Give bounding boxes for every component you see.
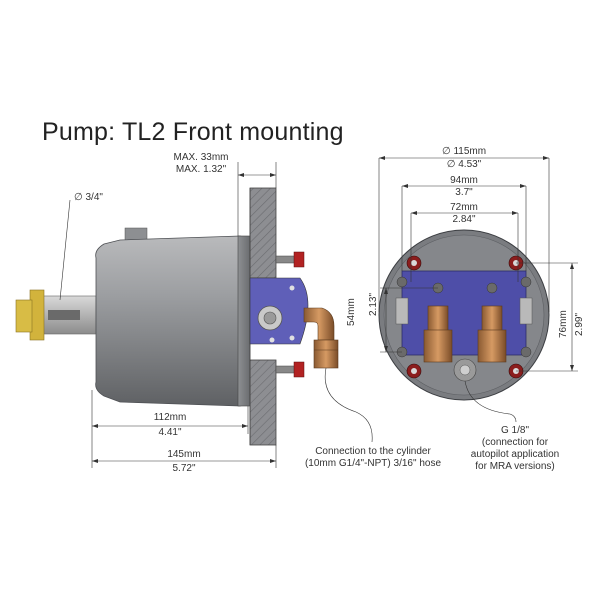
diameter-mm-label: ∅ 115mm bbox=[441, 146, 487, 157]
cylinder-connection-note-line1: Connection to the cylinder bbox=[315, 446, 431, 457]
port-note-line4: for MRA versions) bbox=[475, 461, 555, 472]
shaft bbox=[15, 289, 97, 341]
manifold-block bbox=[249, 277, 309, 345]
side-dimensions bbox=[59, 162, 373, 468]
pump-body bbox=[95, 227, 251, 407]
port-note-line1: G 1/8" bbox=[500, 425, 529, 436]
shaft-diameter-label: ∅ 3/4" bbox=[74, 192, 103, 203]
side-arrows bbox=[92, 173, 276, 463]
page-title: Pump: TL2 Front mounting bbox=[42, 118, 344, 146]
body-length-mm-label: 112mm bbox=[153, 412, 187, 423]
port-note-line2: (connection for bbox=[481, 437, 549, 448]
width-94-mm-label: 94mm bbox=[450, 175, 478, 186]
mounting-bolts bbox=[275, 251, 305, 378]
overall-length-mm-label: 145mm bbox=[167, 449, 201, 460]
front-arrows bbox=[379, 156, 574, 371]
max-in-label: MAX. 1.32" bbox=[175, 164, 227, 175]
cylinder-fitting bbox=[303, 307, 339, 369]
cylinder-connection-note-line2: (10mm G1/4"-NPT) 3/16" hose bbox=[304, 458, 442, 469]
diameter-in-label: ∅ 4.53" bbox=[446, 159, 482, 170]
port-note-line3: autopilot application bbox=[470, 449, 560, 460]
width-72-in-label: 2.84" bbox=[452, 214, 476, 225]
max-mm-label: MAX. 33mm bbox=[173, 152, 229, 163]
mounting-wall bbox=[249, 187, 277, 446]
front-dimensions bbox=[378, 157, 578, 423]
overall-length-in-label: 5.72" bbox=[172, 463, 196, 474]
width-94-in-label: 3.7" bbox=[455, 187, 473, 198]
front-view bbox=[378, 229, 550, 401]
body-length-in-label: 4.41" bbox=[158, 427, 182, 438]
height-54-in-label: 2.13" bbox=[368, 292, 379, 316]
height-76-mm-label: 76mm bbox=[558, 310, 569, 338]
height-76-in-label: 2.99" bbox=[574, 312, 585, 336]
width-72-mm-label: 72mm bbox=[450, 202, 478, 213]
height-54-mm-label: 54mm bbox=[346, 298, 357, 326]
